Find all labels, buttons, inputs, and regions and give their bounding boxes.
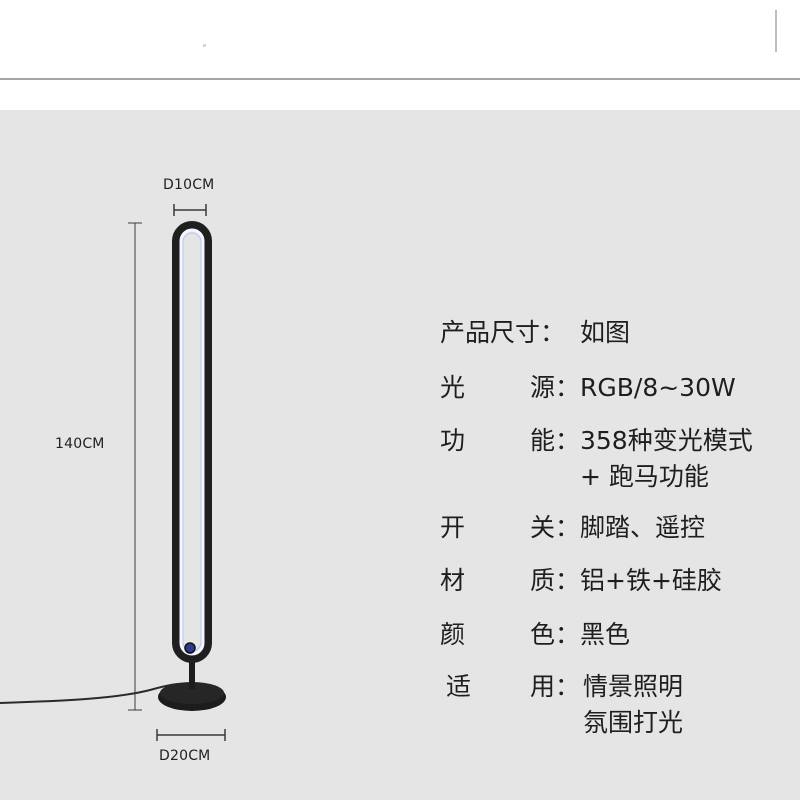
top-speck — [203, 44, 206, 47]
switch-knob — [184, 642, 196, 654]
spec-row-switch: 开 关： 脚踏、遥控 — [440, 510, 790, 546]
spec-row-usage: 适 用： 情景照明 氛围打光 — [440, 669, 790, 741]
spec-value: 黑色 — [580, 620, 631, 649]
top-band — [0, 0, 800, 78]
spec-label: 适 用： — [446, 672, 580, 701]
spec-value: RGB/8~30W — [580, 373, 736, 402]
spec-label: 光 源： — [440, 373, 580, 402]
spec-row-color: 颜 色： 黑色 — [440, 617, 790, 653]
section-divider — [0, 78, 800, 80]
spec-row-material: 材 质： 铝+铁+硅胶 — [440, 563, 790, 599]
spec-label: 材 质： — [440, 566, 580, 595]
spec-row-source: 光 源： RGB/8~30W — [440, 370, 790, 406]
spec-label: 功 能： — [440, 426, 580, 455]
lamp-light-strip — [179, 228, 205, 656]
spec-label: 开 关： — [440, 513, 580, 542]
spec-value: 358种变光模式 + 跑马功能 — [580, 426, 753, 491]
spec-value: 如图 — [580, 318, 631, 347]
top-width-label: D10CM — [163, 177, 215, 193]
spec-label: 颜 色： — [440, 620, 580, 649]
lamp-stem — [189, 655, 195, 689]
base-width-label: D20CM — [159, 748, 211, 764]
spec-row-size: 产品尺寸： 如图 — [440, 315, 790, 351]
spec-value: 情景照明 氛围打光 — [583, 672, 684, 737]
spec-table: 产品尺寸： 如图 光 源： RGB/8~30W 功 能： 358种变光模式 + … — [440, 315, 790, 760]
diagram-canvas — [0, 110, 800, 800]
height-label: 140CM — [55, 436, 105, 452]
spec-value: 铝+铁+硅胶 — [580, 566, 722, 595]
lamp-tube-frame — [172, 221, 212, 663]
spec-value: 脚踏、遥控 — [580, 513, 706, 542]
spec-row-function: 功 能： 358种变光模式 + 跑马功能 — [440, 423, 790, 495]
spec-label: 产品尺寸： — [440, 318, 566, 347]
top-divider-line — [775, 10, 777, 52]
